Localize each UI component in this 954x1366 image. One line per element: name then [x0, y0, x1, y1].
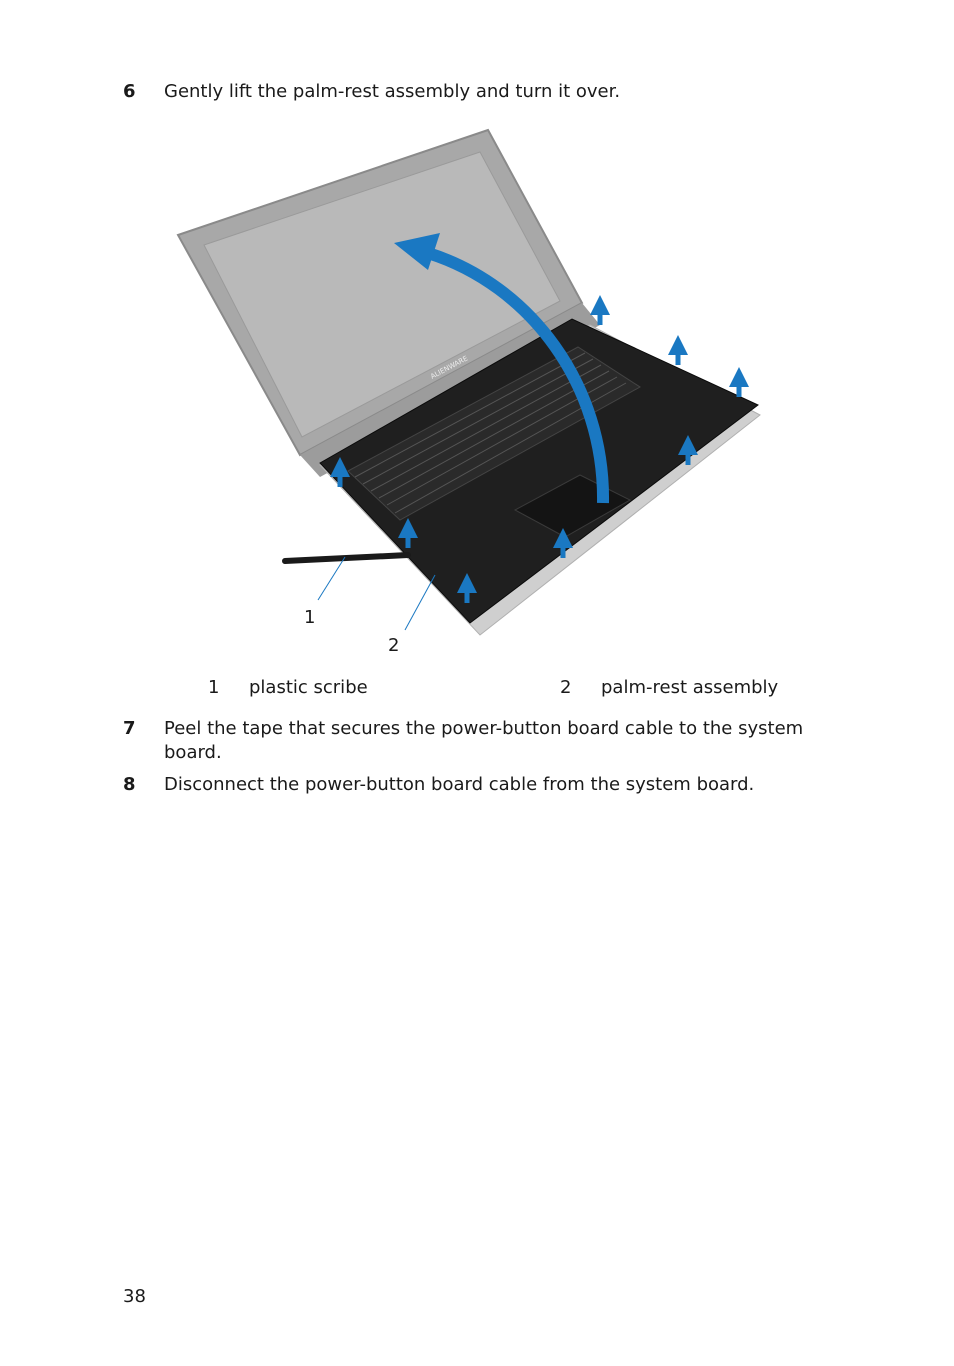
callout-1: 1 — [304, 607, 316, 628]
step-text: Gently lift the palm-rest assembly and t… — [164, 81, 621, 102]
step-number: 6 — [123, 81, 136, 102]
legend-number: 2 — [560, 677, 572, 698]
laptop-illustration: ALIENWARE — [176, 128, 761, 636]
palm-rest-removal-illustration: ALIENWARE — [170, 125, 770, 665]
step-number: 7 — [123, 718, 136, 739]
step-text: Disconnect the power-button board cable … — [164, 774, 755, 795]
legend-label: plastic scribe — [249, 677, 368, 698]
page-number: 38 — [123, 1286, 146, 1307]
callout-2: 2 — [388, 635, 400, 656]
legend-number: 1 — [208, 677, 220, 698]
legend-label: palm-rest assembly — [601, 677, 779, 698]
step-number: 8 — [123, 774, 136, 795]
step-text: Peel the tape that secures the power-but… — [164, 718, 804, 763]
